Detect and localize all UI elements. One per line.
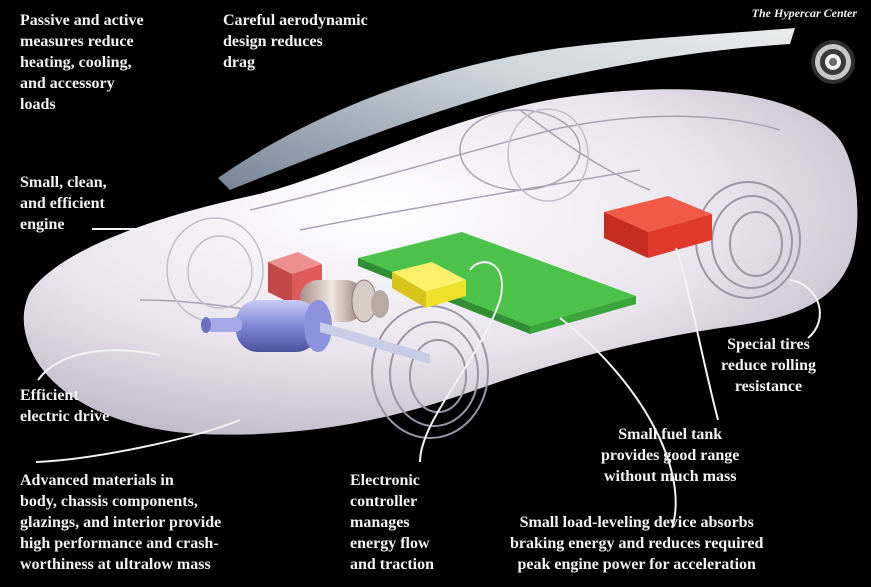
callout-fuel-tank: Small fuel tank provides good range with… xyxy=(601,424,739,487)
callout-passive-measures: Passive and active measures reduce heati… xyxy=(20,10,144,115)
hypercar-logo xyxy=(811,40,855,84)
credit-text: The Hypercar Center xyxy=(752,6,857,21)
callout-special-tires: Special tires reduce rolling resistance xyxy=(721,334,816,397)
callout-advanced-materials: Advanced materials in body, chassis comp… xyxy=(20,470,221,575)
callout-electric-drive: Efficient electric drive xyxy=(20,385,109,427)
callout-electronic-controller: Electronic controller manages energy flo… xyxy=(350,470,434,575)
callout-load-leveling: Small load-leveling device absorbs braki… xyxy=(510,512,763,575)
callout-engine: Small, clean, and efficient engine xyxy=(20,172,107,235)
callout-aerodynamic-design: Careful aerodynamic design reduces drag xyxy=(223,10,368,73)
